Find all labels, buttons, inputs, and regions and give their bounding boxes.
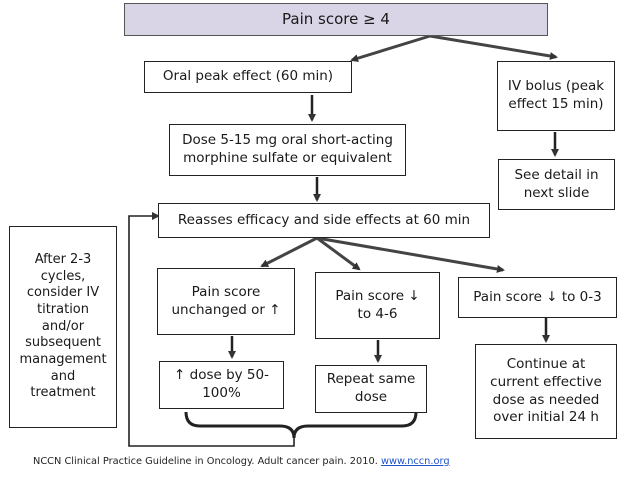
see-detail-box: See detail in next slide	[498, 159, 615, 210]
continue-dose-box: Continue at current effective dose as ne…	[475, 344, 617, 439]
arrow-reassess-to-unchanged	[260, 236, 318, 268]
dose-increase-box: ↑ dose by 50- 100%	[159, 361, 284, 409]
citation: NCCN Clinical Practice Guideline in Onco…	[33, 456, 450, 467]
oral-peak-box: Oral peak effect (60 min)	[144, 61, 352, 93]
pain-score-top-box: Pain score ≥ 4	[124, 3, 548, 36]
arrow-top-to-iv	[429, 34, 558, 60]
pain-unchanged-box: Pain score unchanged or ↑	[157, 268, 295, 335]
dose-oral-box: Dose 5-15 mg oral short-acting morphine …	[169, 124, 406, 176]
arrow-reassess-to-4-6	[316, 236, 361, 271]
arrow-top-to-oral	[350, 34, 431, 63]
arrow-reassess-to-0-3	[316, 236, 505, 273]
citation-link[interactable]: www.nccn.org	[380, 456, 450, 467]
iv-bolus-box: IV bolus (peak effect 15 min)	[497, 61, 615, 131]
loop-back-line	[128, 212, 295, 447]
pain-4-6-box: Pain score ↓ to 4-6	[315, 272, 440, 339]
reassess-box: Reasses efficacy and side effects at 60 …	[158, 203, 490, 238]
curly-brace	[184, 411, 418, 439]
after-cycles-box: After 2-3 cycles, consider IV titration …	[9, 226, 117, 428]
pain-0-3-box: Pain score ↓ to 0-3	[458, 277, 617, 318]
citation-text: NCCN Clinical Practice Guideline in Onco…	[33, 456, 381, 467]
repeat-dose-box: Repeat same dose	[315, 365, 427, 413]
